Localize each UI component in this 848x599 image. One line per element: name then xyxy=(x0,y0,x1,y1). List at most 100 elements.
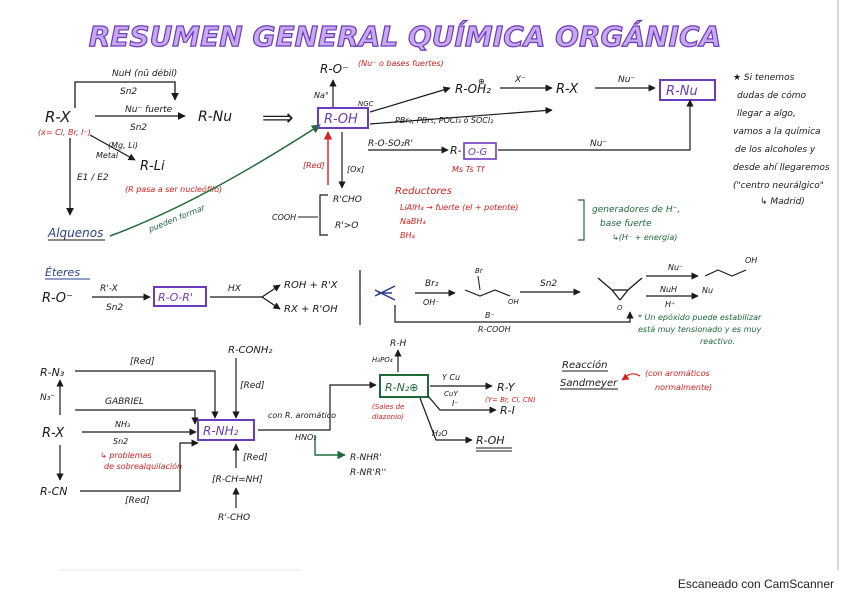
epoxido-note-2: está muy tensionado y es muy xyxy=(638,325,761,334)
protonation-arrow xyxy=(369,86,451,113)
y-note: (Y= Br, Cl, CN) xyxy=(485,396,536,404)
amines-b: R-NR'R'' xyxy=(350,468,386,478)
ror-box xyxy=(153,286,207,307)
h-plus-label: ⊕ xyxy=(478,77,485,86)
cuy-label: CuY xyxy=(444,390,458,398)
h2o-label: H₂O xyxy=(432,429,448,438)
side-note: ★ Si tenemos dudas de cómo llegar a algo… xyxy=(733,73,830,207)
hx-split-up xyxy=(261,284,281,298)
rcho-label: R'CHO xyxy=(333,195,362,205)
red-c-label: [Red] xyxy=(240,381,265,391)
sandmeyer-title-a: Reacción xyxy=(562,359,607,371)
ry-label: R-Y xyxy=(497,381,516,394)
rnh2-box xyxy=(197,419,255,441)
rli-note: (R pasa a ser nucleófilo) xyxy=(125,184,222,194)
side-note-line-6: desde ahí llegaremos xyxy=(733,163,830,173)
reductores-note-c: ↳(H⁻ + energía) xyxy=(612,233,677,242)
diazo-label: R-N₂⊕ xyxy=(385,381,418,394)
r-og-prefix: R- xyxy=(450,144,462,157)
red-a-label: [Red] xyxy=(130,357,155,367)
peracid-arrow xyxy=(394,305,634,323)
nu-fuerte-label: Nu⁻ fuerte xyxy=(125,105,173,115)
nu-open-label: Nu⁻ xyxy=(668,263,683,272)
problemas-2: de sobrealquilación xyxy=(104,461,182,471)
ro-note: (Nu⁻ o bases fuertes) xyxy=(358,59,444,68)
br-label: Br xyxy=(475,267,484,275)
epoxide-o-label: O xyxy=(617,304,623,312)
roh-bottom-label: R-OH xyxy=(476,434,505,447)
camscanner-footer: Escaneado con CamScanner xyxy=(677,577,834,591)
side-note-line-8: ↳ Madrid) xyxy=(760,197,805,207)
cooh-label: COOH xyxy=(272,213,296,222)
alquenos-to-alcohol-arrow xyxy=(109,124,321,237)
ring-open-oh: OH xyxy=(745,256,757,265)
nu-minus-a-label: Nu⁻ xyxy=(618,75,635,85)
side-note-line-2: dudas de cómo xyxy=(737,90,807,101)
mg-li-label: (Mg, Li) xyxy=(108,141,138,150)
ox-label: [Ox] xyxy=(347,165,364,174)
oh-label: OH xyxy=(508,298,520,306)
sales-1: (Sales de xyxy=(372,403,404,411)
sn2-bottom-label: Sn2 xyxy=(113,437,128,446)
roh-box xyxy=(317,107,369,129)
og-box xyxy=(463,142,497,160)
ngc-label: NGC xyxy=(358,100,374,108)
rpx-label: R'-X xyxy=(100,284,119,294)
rn3-label: R-N₃ xyxy=(40,366,65,379)
hno2-label: HNO₂ xyxy=(295,433,317,442)
page-title: RESUMEN GENERAL QUÍMICA ORGÁNICA xyxy=(89,19,722,53)
reductor-1: LiAlH₄ → fuerte (el + potente) xyxy=(400,203,518,212)
rx2-label: R-X xyxy=(556,82,579,97)
ycu-label: Y Cu xyxy=(442,373,460,382)
rn3-red-arrow xyxy=(75,370,219,419)
br2-label: Br₂ xyxy=(425,279,439,289)
rli-label: R-Li xyxy=(140,159,165,174)
h-plus-open-label: H⁺ xyxy=(665,300,675,309)
rconh2-label: R-CONH₂ xyxy=(228,345,272,356)
alkene-structure xyxy=(374,285,396,301)
epoxide-structure xyxy=(597,277,643,301)
side-note-line-7: ("centro neurálgico" xyxy=(733,181,824,191)
alquenos-label: Alquenos xyxy=(47,226,103,240)
ring-open-chain xyxy=(704,269,747,277)
epoxido-note-1: * Un epóxido puede estabilizar xyxy=(638,312,762,322)
red-b-label: [Red] xyxy=(125,496,150,506)
implies-arrow: ⟹ xyxy=(262,106,294,131)
pbr3-label: PBr₃, PBr₅, POCl₃ ó SOCl₂ xyxy=(395,115,494,125)
na-label: Na° xyxy=(314,91,329,100)
imine-label: [R-CH=NH] xyxy=(212,475,263,485)
rx-label: R-X xyxy=(45,108,71,126)
pbr3-arrow xyxy=(369,106,553,125)
rx-bottom-label: R-X xyxy=(42,426,65,441)
nitrile-red-arrow xyxy=(80,439,199,492)
ri-label: R-I xyxy=(500,404,515,417)
metal-label: Metal xyxy=(96,151,119,160)
diazotization-arrow xyxy=(258,381,377,431)
nuh-open-label: NuH xyxy=(660,285,677,294)
roh-label: R-OH xyxy=(324,112,358,127)
br-bond xyxy=(477,275,481,291)
rx-subnote: (x= Cl, Br, I⁻) xyxy=(38,128,91,137)
side-note-line-3: llegar a algo, xyxy=(737,109,796,119)
reductores-title: Reductores xyxy=(395,186,452,197)
reductores-note-a: generadores de H⁻, xyxy=(592,205,680,215)
ror-label: R-O-R' xyxy=(158,291,193,304)
side-note-line-1: ★ Si tenemos xyxy=(733,73,795,83)
rh-label: R-H xyxy=(390,339,407,349)
rcooh-label: R-COOH xyxy=(478,325,511,334)
rcho-bottom-label: R'-CHO xyxy=(218,513,250,523)
ketone-label: R'>O xyxy=(335,221,358,231)
products-b: RX + R'OH xyxy=(284,304,338,315)
sales-2: diazonio) xyxy=(372,413,404,421)
aromaticos-2: normalmente) xyxy=(655,383,712,392)
hydrolysis-arrow xyxy=(419,397,473,444)
side-note-line-4: vamos a la química xyxy=(733,127,821,137)
ms-ts-label: Ms Ts Tf xyxy=(452,165,485,174)
oh-minus-label: OH⁻ xyxy=(423,298,440,307)
ester-label: R-O-SO₂R' xyxy=(368,139,413,149)
hx-split-down xyxy=(261,296,281,310)
ox-brace xyxy=(319,194,328,236)
reductores-brace xyxy=(578,199,585,241)
nh3-label: NH₃ xyxy=(115,420,130,429)
